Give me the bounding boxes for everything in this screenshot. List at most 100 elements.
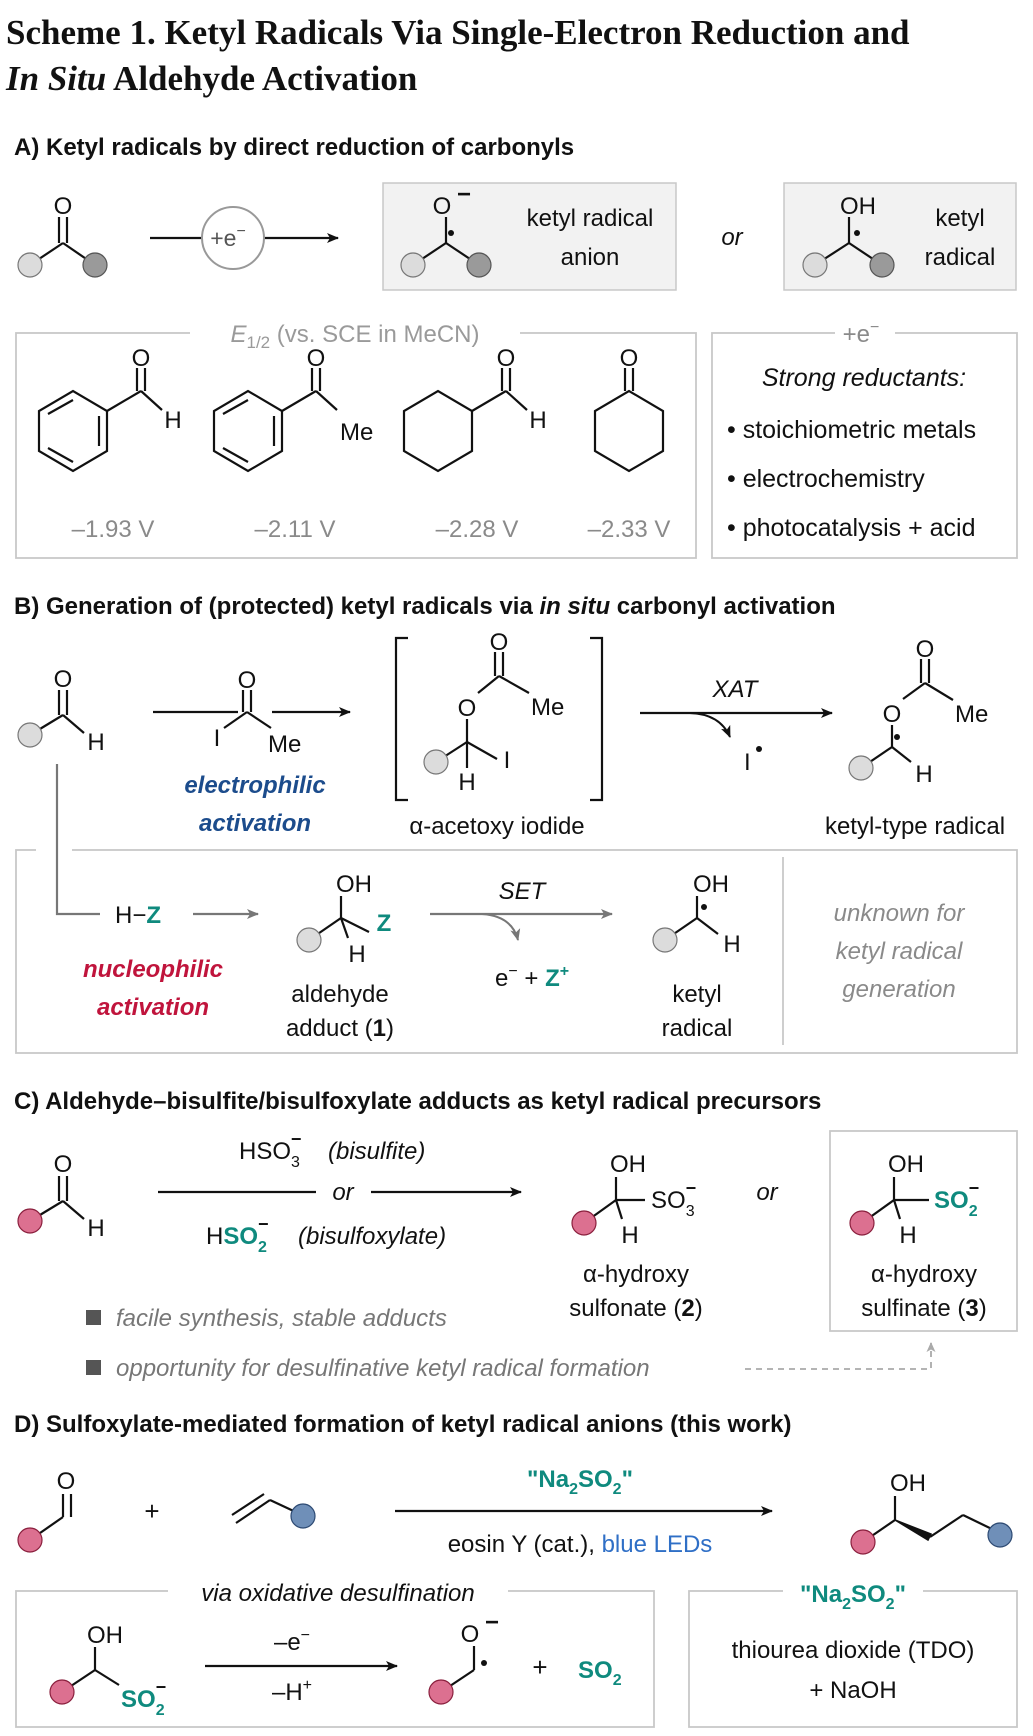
svg-text:H: H	[621, 1222, 638, 1249]
svg-text:OH: OH	[840, 193, 876, 220]
ketyl-radical-anion-d-structure: O −	[428, 1609, 499, 1705]
svg-text:SO2−: SO2−	[121, 1677, 166, 1719]
aldehyde-d-structure: O	[17, 1468, 75, 1553]
cyclohexanecarbaldehyde-structure: O H	[402, 345, 547, 473]
potential-cyclohexanecarbaldehyde: –2.28 V	[436, 516, 519, 543]
svg-text:H: H	[915, 761, 932, 788]
opportunity-dashed-arrow	[745, 1342, 936, 1370]
alpha-hydroxy-sulfinate-label-2: sulfinate (3)	[861, 1295, 986, 1322]
svg-text:Me: Me	[268, 731, 301, 758]
svg-text:H: H	[164, 407, 181, 434]
bullet-text-1: facile synthesis, stable adducts	[116, 1305, 447, 1332]
tdo-header: "Na2SO2"	[800, 1581, 906, 1613]
oxidation-label-2: –H+	[272, 1677, 312, 1706]
ketyl-radical-anion-box	[382, 182, 677, 291]
svg-text:O: O	[458, 695, 477, 722]
reductant-item-photocatalysis: • photocatalysis + acid	[727, 514, 975, 542]
ketyl-radical-anion-label-1: ketyl radical	[527, 205, 654, 232]
svg-text:O: O	[54, 666, 73, 693]
scheme-title-line2: In Situ Aldehyde Activation	[5, 59, 417, 98]
electron-circle	[201, 206, 265, 270]
ketyl-radical-anion-structure: O −	[400, 181, 492, 278]
svg-text:O: O	[238, 667, 257, 694]
alpha-acetoxy-iodide-structure: O O Me I H	[423, 629, 564, 796]
potentials-header: E1/2 (vs. SCE in MeCN)	[230, 321, 479, 352]
unknown-label-2: ketyl radical	[836, 938, 963, 965]
reaction-conditions: eosin Y (cat.), blue LEDs	[448, 1531, 713, 1558]
or-label-a: or	[721, 224, 743, 251]
ketyl-radical-b-label-2: radical	[662, 1015, 733, 1042]
alpha-acetoxy-iodide-label: α-acetoxy iodide	[409, 813, 584, 840]
svg-text:H: H	[87, 729, 104, 756]
svg-text:O: O	[54, 1151, 73, 1178]
tdo-label-2: + NaOH	[809, 1677, 896, 1704]
alpha-hydroxy-sulfinate-box	[829, 1130, 1018, 1332]
panel-b-heading: B) Generation of (protected) ketyl radic…	[14, 593, 836, 620]
bullet-text-2: opportunity for desulfinative ketyl radi…	[116, 1355, 650, 1382]
svg-text:SO2−: SO2−	[934, 1178, 979, 1220]
aldehyde-c-structure: O H	[17, 1151, 105, 1242]
bisulfoxylate-name: (bisulfoxylate)	[298, 1223, 446, 1250]
iodine-release-arrow	[689, 712, 731, 738]
svg-text:SO3−: SO3−	[651, 1178, 696, 1220]
or-label-c: or	[332, 1179, 354, 1206]
svg-text:H: H	[458, 769, 475, 796]
alkene-structure	[231, 1493, 316, 1529]
nucleophilic-label-2: activation	[97, 994, 209, 1021]
bisulfoxylate-reagent: HSO2−	[206, 1214, 268, 1256]
bracket-right	[590, 636, 604, 802]
aldehyde-adduct-structure: OH Z H	[296, 871, 392, 968]
svg-text:O: O	[916, 636, 935, 663]
nucleophilic-activation-box	[15, 849, 1018, 1054]
alpha-hydroxy-sulfonate-label-2: sulfonate (2)	[569, 1295, 702, 1322]
cyclohexanone-structure: O	[593, 345, 665, 473]
ketyl-type-radical-structure: O O Me H	[848, 636, 988, 788]
svg-text:Me: Me	[955, 701, 988, 728]
potential-cyclohexanone: –2.33 V	[588, 516, 671, 543]
acetyl-iodide-structure: O I Me	[214, 667, 302, 758]
svg-text:H: H	[723, 931, 740, 958]
nucleophilic-label-1: nucleophilic	[83, 956, 223, 983]
panel-a-heading: A) Ketyl radicals by direct reduction of…	[14, 134, 574, 161]
alpha-hydroxy-sulfonate-structure: OH SO3− H	[571, 1151, 696, 1249]
ketyl-radical-label-1: ketyl	[935, 205, 984, 232]
sulfinate-d-structure: OH SO2−	[49, 1622, 166, 1719]
svg-text:−: −	[485, 1609, 499, 1636]
alpha-hydroxy-sulfinate-label-1: α-hydroxy	[871, 1261, 977, 1288]
ketyl-radical-anion-label-2: anion	[561, 244, 620, 271]
carbonyl-structure: O	[17, 193, 108, 278]
svg-text:H: H	[899, 1222, 916, 1249]
oxidation-label-1: –e−	[274, 1627, 310, 1656]
ketyl-radical-label-2: radical	[925, 244, 996, 271]
svg-text:OH: OH	[890, 1470, 926, 1497]
alkene-substituent-ball	[290, 1503, 316, 1529]
svg-text:OH: OH	[888, 1151, 924, 1178]
svg-text:I: I	[214, 725, 221, 752]
plus-d-2: +	[532, 1652, 547, 1682]
svg-text:O: O	[461, 1621, 480, 1648]
bullet-square-2	[86, 1360, 101, 1375]
bullet-square-1	[86, 1310, 101, 1325]
svg-text:I: I	[504, 747, 511, 774]
svg-text:Z: Z	[377, 910, 392, 937]
reductant-item-electrochemistry: • electrochemistry	[727, 465, 925, 493]
svg-text:OH: OH	[336, 871, 372, 898]
electron-label: +e−	[210, 223, 246, 251]
plus-d-1: +	[144, 1496, 159, 1526]
svg-text:O: O	[497, 345, 516, 372]
iodine-radical: I	[744, 749, 751, 776]
panel-d-heading: D) Sulfoxylate-mediated formation of ket…	[14, 1411, 791, 1438]
svg-text:O: O	[54, 193, 73, 220]
svg-text:O: O	[620, 345, 639, 372]
set-byproducts: e− + Z+	[495, 963, 569, 992]
via-oxidative-desulfination-label: via oxidative desulfination	[201, 1580, 475, 1607]
reductants-header: +e−	[843, 319, 880, 348]
svg-text:−: −	[457, 181, 471, 208]
svg-text:O: O	[132, 345, 151, 372]
tdo-label-1: thiourea dioxide (TDO)	[732, 1637, 975, 1664]
svg-text:Me: Me	[531, 694, 564, 721]
potential-acetophenone: –2.11 V	[255, 516, 336, 543]
unknown-label-1: unknown for	[834, 900, 966, 927]
sulfur-dioxide: SO2	[578, 1657, 622, 1689]
